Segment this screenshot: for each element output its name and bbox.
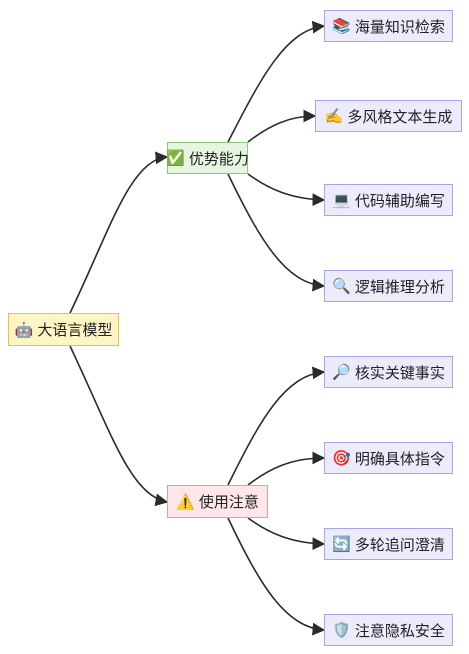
branch-label: 使用注意	[198, 493, 259, 511]
leaf-code-assist[interactable]: 💻 代码辅助编写	[324, 184, 453, 216]
leaf-verify-facts[interactable]: 🔎 核实关键事实	[324, 356, 453, 388]
edge-adv-leaf-3	[247, 173, 326, 207]
root-label: 大语言模型	[37, 321, 113, 339]
edge-caution-leaf-3	[247, 517, 326, 551]
edge-adv-leaf-1	[227, 20, 326, 143]
leaf-label: 注意隐私安全	[354, 621, 445, 640]
laptop-icon: 💻	[332, 191, 351, 209]
leaf-label: 核实关键事实	[354, 363, 445, 382]
leaf-label: 逻辑推理分析	[354, 277, 445, 296]
leaf-knowledge-retrieval[interactable]: 📚 海量知识检索	[324, 10, 453, 42]
edge-root-to-advantages	[69, 151, 169, 314]
shield-icon: 🛡️	[332, 621, 351, 639]
root-node[interactable]: 🤖 大语言模型	[8, 313, 119, 346]
leaf-label: 海量知识检索	[354, 17, 445, 36]
robot-icon: 🤖	[14, 320, 34, 339]
leaf-multistyle-text[interactable]: ✍️ 多风格文本生成	[315, 100, 462, 132]
leaf-multiturn-clarify[interactable]: 🔄 多轮追问澄清	[324, 528, 453, 560]
leaf-label: 代码辅助编写	[354, 191, 445, 210]
writing-hand-icon: ✍️	[324, 107, 344, 125]
refresh-icon: 🔄	[332, 535, 351, 553]
leaf-clear-instructions[interactable]: 🎯 明确具体指令	[324, 442, 453, 474]
magnifier-right-icon: 🔎	[332, 363, 351, 381]
books-icon: 📚	[332, 17, 351, 35]
edge-adv-leaf-2	[247, 109, 317, 143]
edge-caution-leaf-4	[227, 517, 326, 636]
leaf-label: 多轮追问澄清	[354, 535, 445, 554]
leaf-label: 明确具体指令	[354, 449, 445, 468]
magnifier-icon: 🔍	[332, 277, 351, 295]
leaf-label: 多风格文本生成	[347, 107, 453, 126]
target-icon: 🎯	[332, 449, 351, 467]
check-mark-icon: ✅	[166, 149, 185, 167]
branch-label: 优势能力	[188, 149, 249, 168]
warning-icon: ⚠️	[176, 492, 195, 511]
branch-advantages[interactable]: ✅ 优势能力	[166, 142, 249, 174]
edge-adv-leaf-4	[227, 173, 326, 292]
leaf-logic-reasoning[interactable]: 🔍 逻辑推理分析	[324, 270, 453, 302]
edge-caution-leaf-1	[227, 366, 326, 486]
edge-caution-leaf-2	[247, 451, 326, 486]
branch-cautions[interactable]: ⚠️ 使用注意	[167, 485, 268, 518]
edge-root-to-cautions	[69, 345, 169, 507]
leaf-privacy-safety[interactable]: 🛡️ 注意隐私安全	[324, 614, 453, 646]
